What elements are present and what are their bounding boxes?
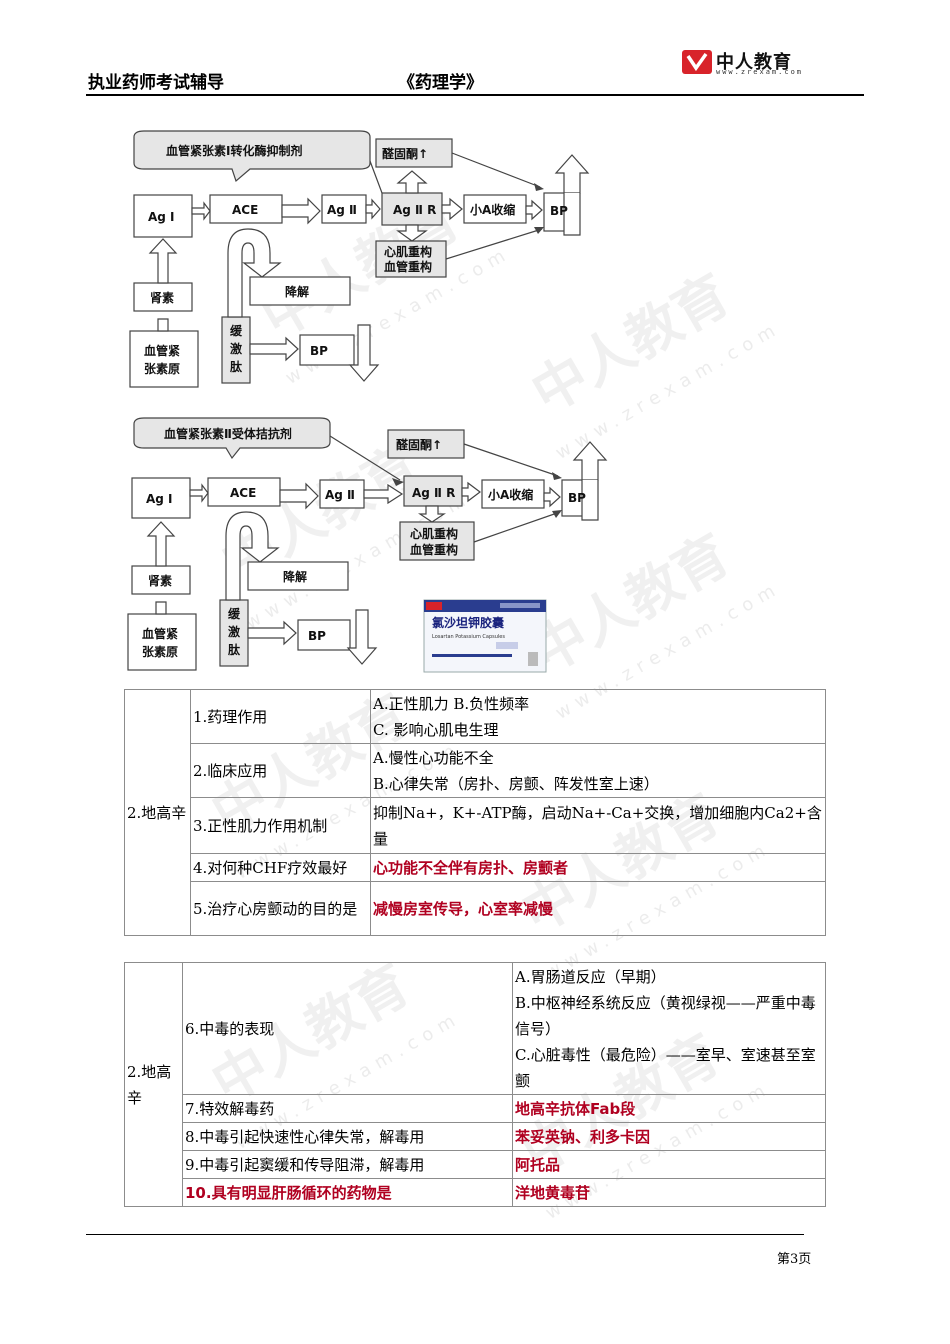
item-cell: 9.中毒引起窦缓和传导阻滞，解毒用 xyxy=(182,1150,513,1179)
diagram2-bradykinin-line1: 缓 xyxy=(228,606,241,621)
content-line: A.慢性心功能不全 xyxy=(373,748,494,767)
diagram2-callout: 血管紧张素Ⅱ受体拮抗剂 xyxy=(164,426,292,441)
content-line: B.心律失常（房扑、房颤、阵发性室上速） xyxy=(373,774,659,793)
item-cell: 7.特效解毒药 xyxy=(182,1094,513,1123)
diagram1-vasoconstriction: 小A收缩 xyxy=(470,202,515,217)
diagram1-ag2: Ag Ⅱ xyxy=(327,203,357,217)
diagram2-bradykinin-line3: 肽 xyxy=(228,642,241,657)
logo-url: www.zrexam.com xyxy=(716,68,804,76)
diagram1-ag1: Ag Ⅰ xyxy=(148,210,175,224)
table-row: 4.对何种CHF疗效最好 心功能不全伴有房扑、房颤者 xyxy=(125,853,826,882)
diagram2-bp-down: BP xyxy=(308,629,326,643)
diagram1-renin: 肾素 xyxy=(150,290,174,305)
table-row: 10.具有明显肝肠循环的药物是 洋地黄毒苷 xyxy=(125,1178,826,1207)
diagram2-ag2r: Ag Ⅱ R xyxy=(412,486,455,500)
diagram2-bp: BP xyxy=(568,491,586,505)
diagram2-angiotensinogen-line1: 血管紧 xyxy=(142,626,178,641)
diagram1-remodel-line2: 血管重构 xyxy=(384,259,432,274)
diagram1-ace: ACE xyxy=(232,203,258,217)
table-digoxin-pharmacology: 2.地高辛 1.药理作用 A.正性肌力 B.负性频率 C. 影响心肌电生理 2.… xyxy=(124,689,826,936)
diagram1-remodel-line1: 心肌重构 xyxy=(384,244,432,259)
content-line: A.正性肌力 B.负性频率 xyxy=(373,694,530,713)
drug-name-cell: 2.地高辛 xyxy=(124,689,191,936)
logo-name: 中人教育 xyxy=(716,52,792,73)
item-cell: 6.中毒的表现 xyxy=(182,962,513,1095)
diagram2-degradation: 降解 xyxy=(283,569,307,584)
item-cell: 3.正性肌力作用机制 xyxy=(190,797,371,854)
table-row: 9.中毒引起窦缓和传导阻滞，解毒用 阿托品 xyxy=(125,1150,826,1179)
diagram-arb: 血管紧张素Ⅱ受体拮抗剂 醛固酮↑ Ag Ⅰ ACE Ag Ⅱ Ag Ⅱ R 小A… xyxy=(127,417,608,673)
footer-divider xyxy=(86,1234,804,1235)
table-row: 5.治疗心房颤动的目的是 减慢房室传导，心室率减慢 xyxy=(125,881,826,936)
content-cell: A.慢性心功能不全 B.心律失常（房扑、房颤、阵发性室上速） xyxy=(370,743,826,798)
logo-icon xyxy=(682,50,712,74)
drug-box-english: Losartan Potassium Capsules xyxy=(432,634,505,640)
item-cell: 5.治疗心房颤动的目的是 xyxy=(190,881,371,936)
table-row: 2.临床应用 A.慢性心功能不全 B.心律失常（房扑、房颤、阵发性室上速） xyxy=(125,743,826,798)
diagram1-aldosterone: 醛固酮↑ xyxy=(382,146,428,161)
header-divider xyxy=(86,94,864,96)
table-row: 2.地高辛 1.药理作用 A.正性肌力 B.负性频率 C. 影响心肌电生理 xyxy=(124,689,826,936)
answer-cell: 心功能不全伴有房扑、房颤者 xyxy=(370,853,826,882)
content-cell: 抑制Na+，K+-ATP酶，启动Na+-Ca+交换，增加细胞内Ca2+含量 xyxy=(370,797,826,854)
diagram2-ag2: Ag Ⅱ xyxy=(325,488,355,502)
diagram1-bradykinin-line3: 肽 xyxy=(230,359,243,374)
item-cell: 1.药理作用 xyxy=(190,689,371,744)
item-cell: 8.中毒引起快速性心律失常，解毒用 xyxy=(182,1122,513,1151)
diagram1-angiotensinogen-line2: 张素原 xyxy=(144,361,180,376)
answer-cell: 洋地黄毒苷 xyxy=(512,1178,826,1207)
diagram1-degradation: 降解 xyxy=(285,284,309,299)
page-number: 第3页 xyxy=(777,1252,812,1267)
drug-name-cell: 2.地高辛 xyxy=(124,962,183,1207)
diagram1-callout: 血管紧张素Ⅰ转化酶抑制剂 xyxy=(166,143,302,158)
item-cell: 2.临床应用 xyxy=(190,743,371,798)
diagram2-aldosterone: 醛固酮↑ xyxy=(396,437,442,452)
diagram2-bradykinin-line2: 激 xyxy=(228,624,240,639)
diagram1-ag2r: Ag Ⅱ R xyxy=(393,203,436,217)
table-row: 2.地高辛 6.中毒的表现 A.胃肠道反应（早期） B.中枢神经系统反应（黄视绿… xyxy=(124,962,826,1207)
diagram2-angiotensinogen-line2: 张素原 xyxy=(142,644,178,659)
drug-box-image: 氯沙坦钾胶囊 Losartan Potassium Capsules xyxy=(423,599,547,673)
table-row: 7.特效解毒药 地高辛抗体Fab段 xyxy=(125,1094,826,1123)
content-cell: A.胃肠道反应（早期） B.中枢神经系统反应（黄视绿视——严重中毒信号） C.心… xyxy=(512,962,826,1095)
answer-cell: 减慢房室传导，心室率减慢 xyxy=(370,881,826,936)
diagram2-ag1: Ag Ⅰ xyxy=(146,492,173,506)
drug-box-name: 氯沙坦钾胶囊 xyxy=(432,615,505,630)
answer-cell: 地高辛抗体Fab段 xyxy=(512,1094,826,1123)
header-left-title: 执业药师考试辅导 xyxy=(88,73,224,93)
content-line: B.中枢神经系统反应（黄视绿视——严重中毒信号） xyxy=(515,993,816,1038)
answer-cell: 苯妥英钠、利多卡因 xyxy=(512,1122,826,1151)
header-book-title: 《药理学》 xyxy=(398,73,483,93)
diagram2-renin: 肾素 xyxy=(148,573,172,588)
table-row: 8.中毒引起快速性心律失常，解毒用 苯妥英钠、利多卡因 xyxy=(125,1122,826,1151)
diagram2-remodel-line2: 血管重构 xyxy=(410,542,458,557)
content-line: C.心脏毒性（最危险）——室早、室速甚至室颤 xyxy=(515,1045,816,1090)
content-cell: A.正性肌力 B.负性频率 C. 影响心肌电生理 xyxy=(370,689,826,744)
item-cell: 10.具有明显肝肠循环的药物是 xyxy=(182,1178,513,1207)
diagram1-bp-down: BP xyxy=(310,344,328,358)
item-cell: 4.对何种CHF疗效最好 xyxy=(190,853,371,882)
diagram1-bradykinin-line1: 缓 xyxy=(230,323,243,338)
content-line: A.胃肠道反应（早期） xyxy=(515,967,666,986)
table-row: 3.正性肌力作用机制 抑制Na+，K+-ATP酶，启动Na+-Ca+交换，增加细… xyxy=(125,797,826,854)
content-line: C. 影响心肌电生理 xyxy=(373,720,499,739)
diagram1-angiotensinogen-line1: 血管紧 xyxy=(144,343,180,358)
diagram-ace-inhibitor: 血管紧张素Ⅰ转化酶抑制剂 醛固酮↑ Ag Ⅰ ACE Ag Ⅱ Ag Ⅱ R 小… xyxy=(129,130,590,388)
table-digoxin-toxicity: 2.地高辛 6.中毒的表现 A.胃肠道反应（早期） B.中枢神经系统反应（黄视绿… xyxy=(124,962,826,1207)
diagram1-bp: BP xyxy=(550,204,568,218)
diagram2-ace: ACE xyxy=(230,486,256,500)
diagram1-bradykinin-line2: 激 xyxy=(230,341,242,356)
answer-cell: 阿托品 xyxy=(512,1150,826,1179)
diagram2-remodel-line1: 心肌重构 xyxy=(410,526,458,541)
diagram2-vasoconstriction: 小A收缩 xyxy=(488,487,533,502)
